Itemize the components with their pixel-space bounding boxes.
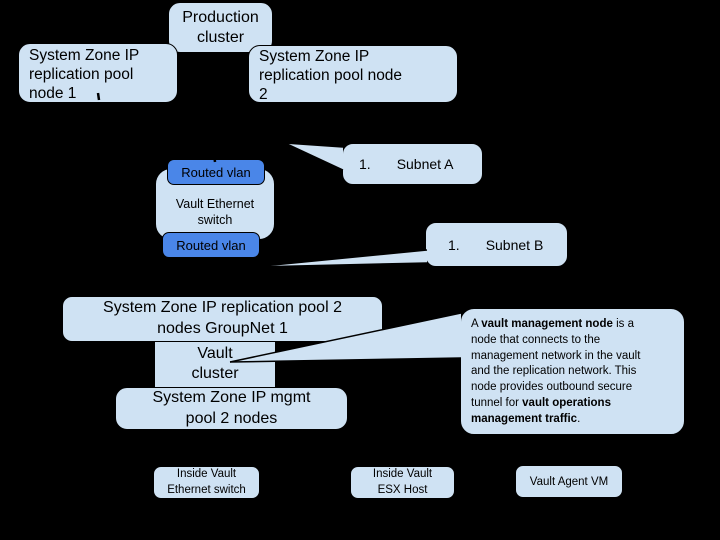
subnet-a-callout: 1. Subnet A: [342, 143, 483, 185]
vault-cluster-box: Vault cluster: [155, 340, 275, 387]
groupnet-pool-box: System Zone IP replication pool 2 nodes …: [62, 296, 383, 342]
subnet-b-pointer: [252, 249, 428, 268]
routed-vlan-top-label: Routed vlan: [181, 164, 251, 180]
routed-vlan-top-box: Routed vlan: [167, 159, 265, 185]
production-cluster-label: Production cluster: [182, 8, 259, 46]
replication-pool-node1-label: System Zone IP replication pool node 1: [29, 47, 140, 102]
mgmt-pool-label: System Zone IP mgmt pool 2 nodes: [152, 388, 311, 427]
vault-agent-vm-label: Vault Agent VM: [529, 475, 609, 488]
vault-agent-vm-box: Vault Agent VM: [515, 465, 623, 498]
inside-vault-esx-host-box: Inside Vault ESX Host: [350, 466, 455, 499]
inside-vault-ethernet-switch-label: Inside Vault Ethernet switch: [167, 467, 246, 496]
groupnet-pool-label: System Zone IP replication pool 2 nodes …: [103, 299, 342, 337]
vault-cluster-label: Vault cluster: [191, 344, 239, 382]
subnet-a-label: Subnet A: [396, 156, 454, 172]
replication-pool-node2-box: System Zone IP replication pool node 2: [248, 45, 458, 103]
subnet-b-callout: 1. Subnet B: [425, 222, 568, 267]
replication-pool-node1-box: System Zone IP replication pool node 1: [18, 43, 178, 103]
vault-ethernet-switch-label: Vault Ethernet switch: [175, 197, 255, 227]
subnet-a-number: 1.: [359, 156, 371, 172]
routed-vlan-bottom-label: Routed vlan: [176, 237, 246, 253]
subnet-a-pointer: [284, 142, 344, 171]
subnet-b-label: Subnet B: [485, 236, 544, 253]
inside-vault-ethernet-switch-box: Inside Vault Ethernet switch: [153, 466, 260, 499]
subnet-b-number: 1.: [448, 236, 460, 253]
production-cluster-box: Production cluster: [168, 2, 273, 53]
routed-vlan-bottom-box: Routed vlan: [162, 232, 260, 258]
mgmt-pool-box: System Zone IP mgmt pool 2 nodes: [115, 387, 348, 430]
replication-pool-node2-label: System Zone IP replication pool node 2: [259, 48, 403, 103]
inside-vault-esx-host-label: Inside Vault ESX Host: [372, 467, 433, 496]
